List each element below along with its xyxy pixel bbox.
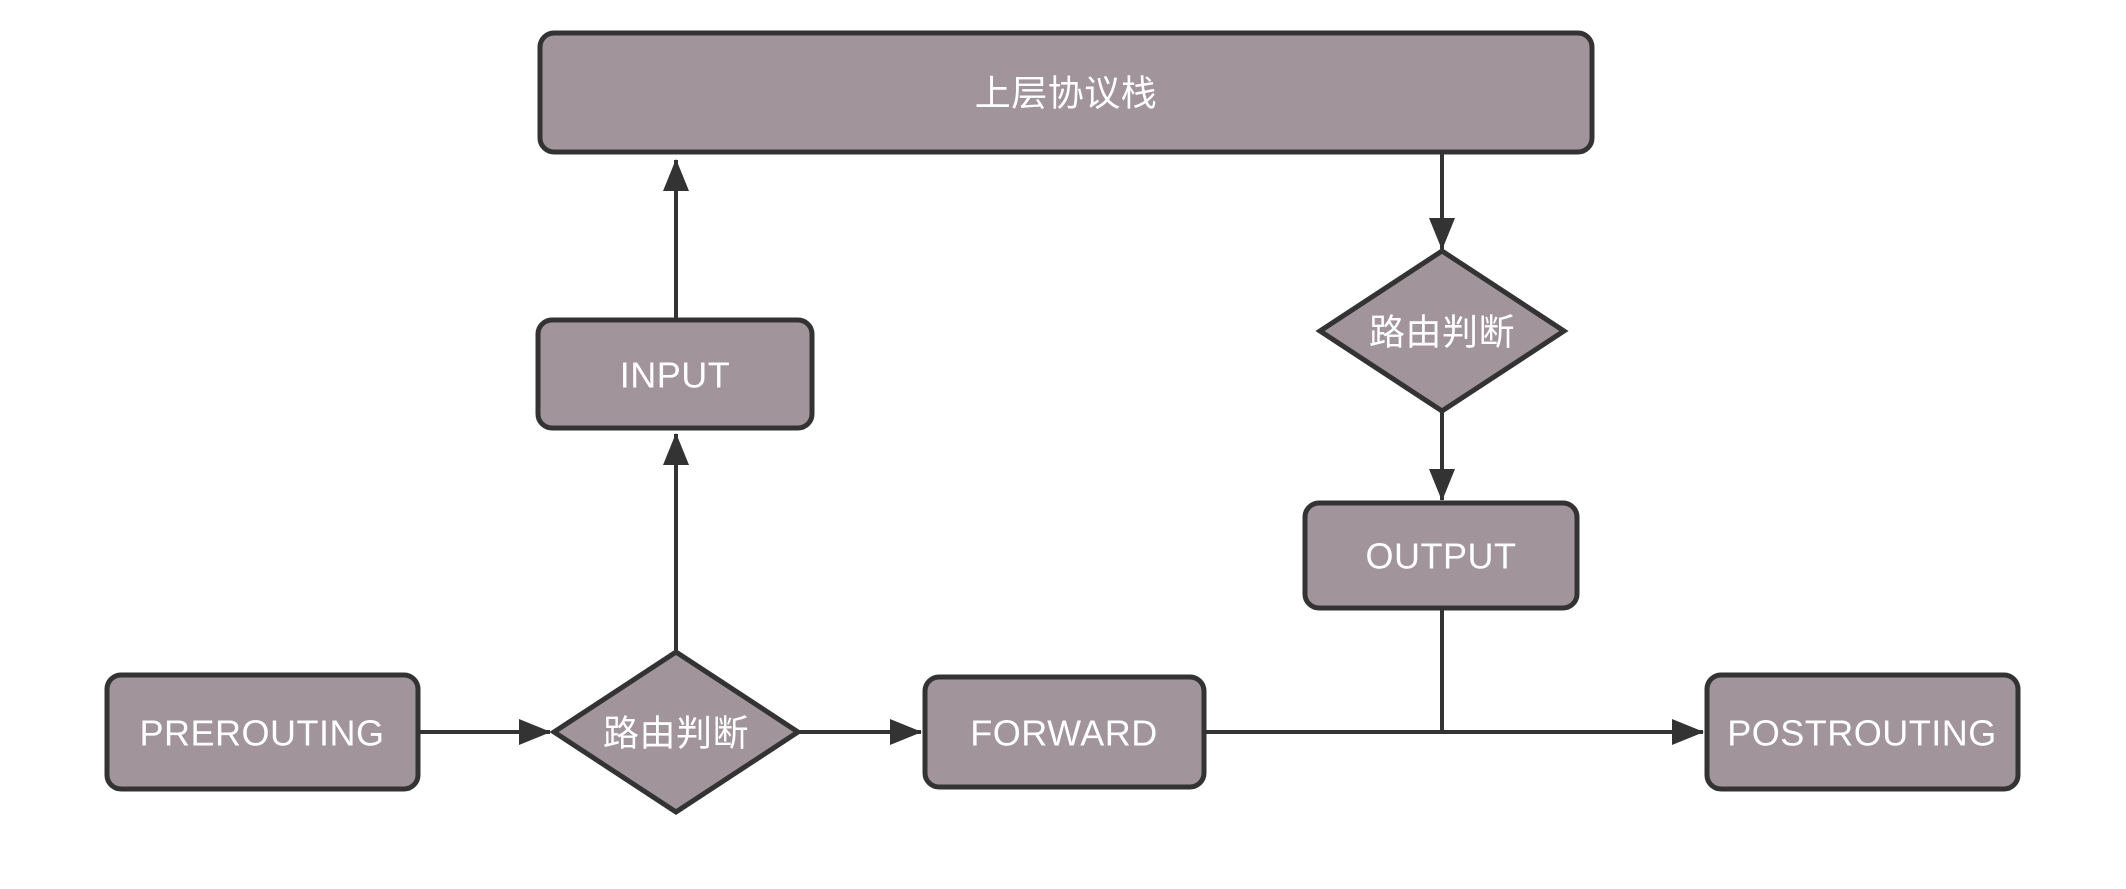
prerouting-box [104,672,421,792]
routing-decision-top-label: 路由判断 [1369,312,1515,353]
node-routing-decision-bottom: 路由判断 [549,649,803,815]
upper-protocol-stack-box [537,30,1595,155]
forward-label: FORWARD [970,713,1158,754]
output-box [1302,500,1580,611]
output-label: OUTPUT [1366,536,1517,577]
input-box [535,317,815,431]
forward-box [922,674,1207,790]
node-prerouting: PREROUTING [104,672,421,792]
node-routing-decision-top: 路由判断 [1315,248,1569,414]
node-output: OUTPUT [1302,500,1580,611]
routing-decision-bottom-label: 路由判断 [603,713,749,754]
prerouting-label: PREROUTING [139,713,384,754]
postrouting-box [1704,672,2021,792]
upper-protocol-stack-label: 上层协议栈 [975,73,1158,114]
node-forward: FORWARD [922,674,1207,790]
node-upper-protocol-stack: 上层协议栈 [537,30,1595,155]
input-label: INPUT [620,355,731,396]
routing-decision-top-diamond [1315,248,1569,414]
postrouting-label: POSTROUTING [1727,713,1997,754]
node-input: INPUT [535,317,815,431]
routing-decision-bottom-diamond [549,649,803,815]
node-postrouting: POSTROUTING [1704,672,2021,792]
